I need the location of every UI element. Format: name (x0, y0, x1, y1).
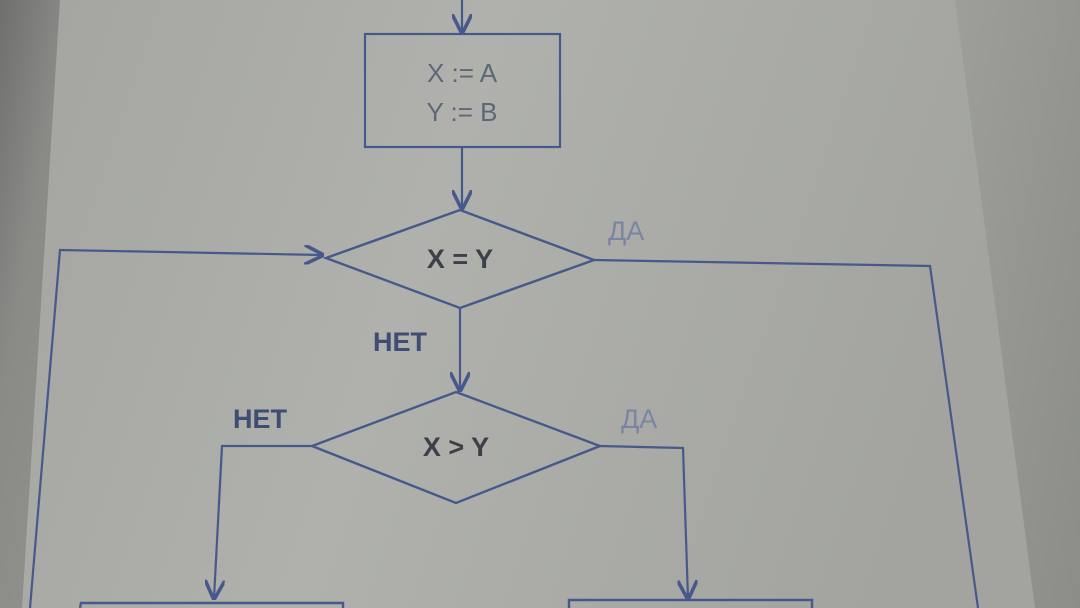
cond2-yes-label: ДА (621, 404, 657, 434)
process-box-left-top (78, 601, 345, 608)
flow-line-cond2-no (214, 444, 312, 598)
decision-x-equals-y-text: X = Y (427, 244, 493, 274)
flow-line-cond2-yes (599, 444, 688, 598)
decision-x-greater-y (308, 390, 604, 505)
flow-line-cond1-yes (593, 258, 980, 608)
cond1-yes-label: ДА (608, 216, 644, 246)
assignment-line-1: X := A (427, 58, 498, 88)
process-box-right-top (567, 598, 814, 608)
cond1-no-label: НЕТ (373, 327, 428, 357)
flow-line-loop-back (28, 250, 322, 608)
paper-sheet (22, 0, 1035, 608)
assignment-line-2: Y := B (426, 97, 497, 127)
decision-x-greater-y-text: X > Y (423, 432, 489, 462)
cond2-no-label: НЕТ (233, 404, 288, 434)
